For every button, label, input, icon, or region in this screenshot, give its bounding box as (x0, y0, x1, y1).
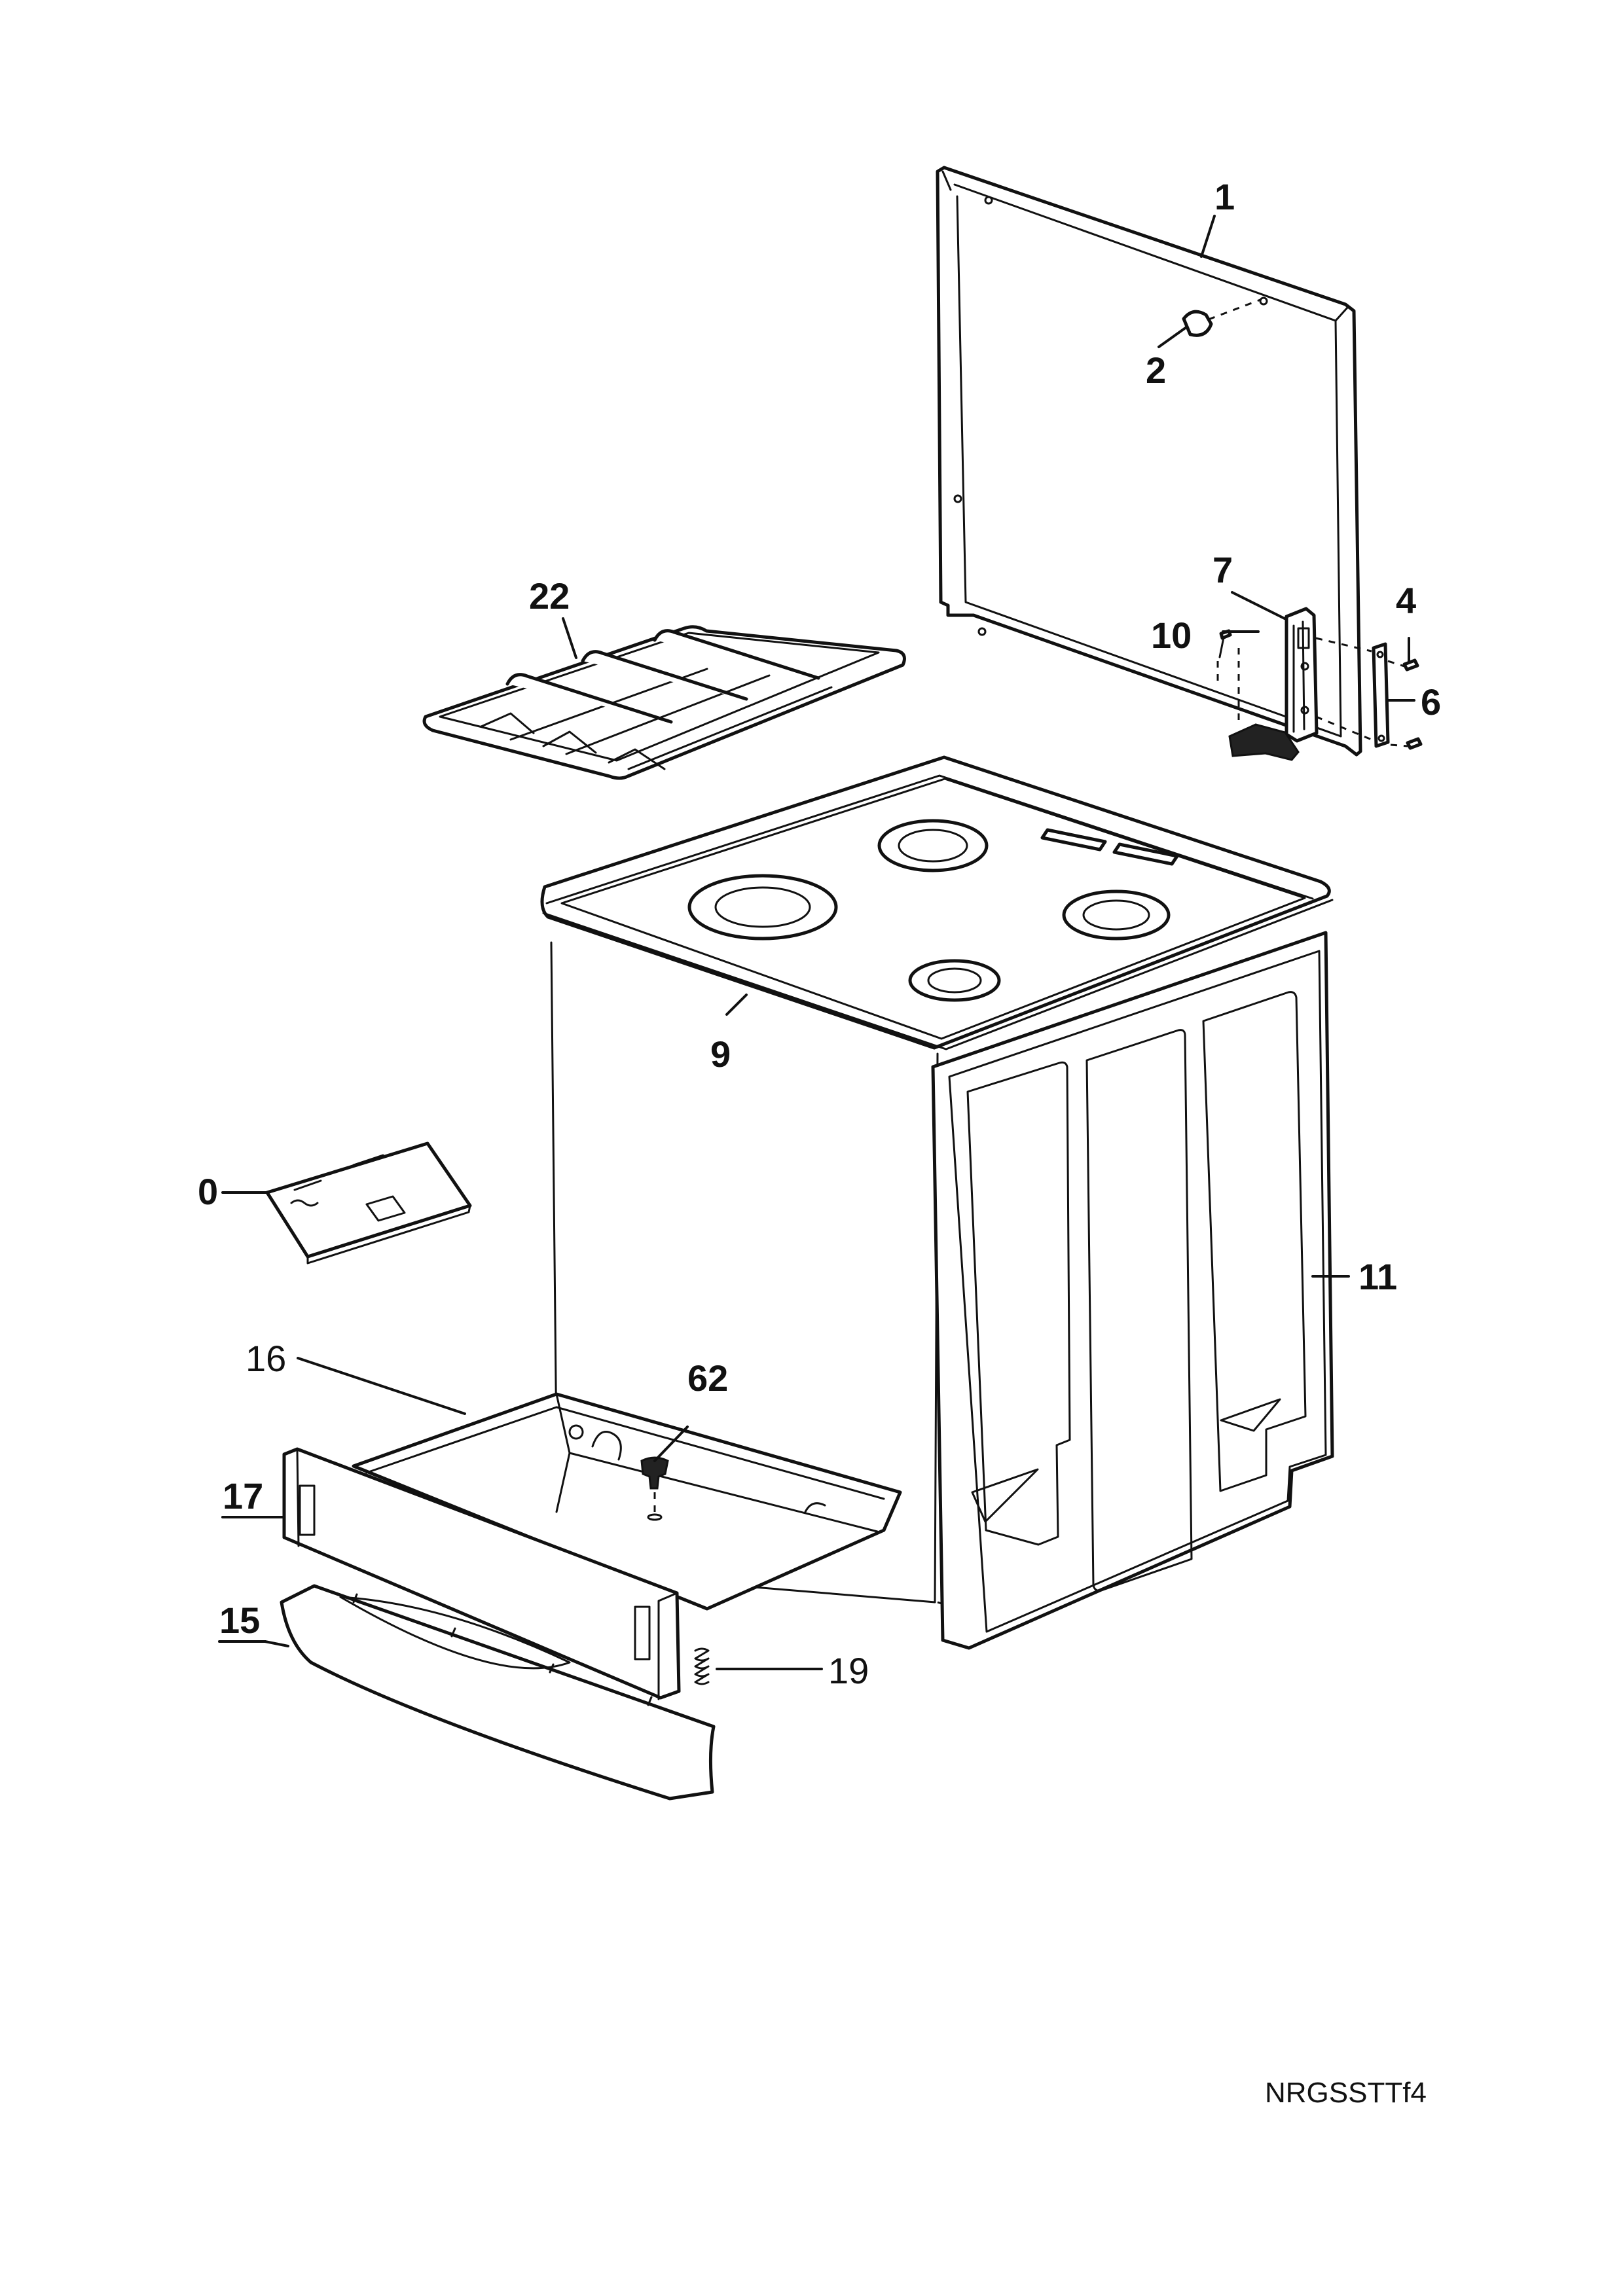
callout-11: 11 (1359, 1256, 1397, 1297)
part-6-hinge-plate (1315, 637, 1390, 748)
leader-lines (297, 215, 1415, 1670)
callout-9: 9 (710, 1033, 731, 1075)
callout-16: 16 (246, 1338, 286, 1379)
part-7-hinge-bracket (1228, 607, 1319, 761)
side-panel (931, 931, 1334, 1650)
hob-top (540, 755, 1334, 1050)
callout-0: 0 (198, 1171, 218, 1212)
callout-15: 15 (219, 1600, 260, 1641)
part-19-spring (694, 1647, 710, 1685)
drawing-code: NRGSSTTf4 (1265, 2077, 1427, 2109)
drawer-handle (280, 1584, 716, 1801)
callout-1: 1 (1214, 176, 1235, 217)
callout-7: 7 (1213, 549, 1233, 590)
callout-labels: 1 2 7 4 10 6 22 9 0 11 16 62 17 15 19 (198, 176, 1441, 1691)
callout-6: 6 (1421, 681, 1441, 723)
part-4-screws (1387, 658, 1423, 750)
callout-62: 62 (687, 1357, 728, 1399)
instruction-booklet (265, 1141, 472, 1265)
callout-10: 10 (1151, 615, 1192, 656)
part-62-drawer-stop (640, 1456, 669, 1521)
callout-2: 2 (1146, 350, 1166, 391)
back-panel (936, 166, 1362, 757)
drawer-front-panel (282, 1447, 681, 1700)
callout-4: 4 (1396, 580, 1416, 621)
callout-19: 19 (828, 1650, 869, 1691)
pan-support-grid (422, 625, 906, 780)
callout-17: 17 (223, 1475, 263, 1516)
part-2-knob (1182, 298, 1261, 337)
callout-22: 22 (529, 575, 570, 617)
